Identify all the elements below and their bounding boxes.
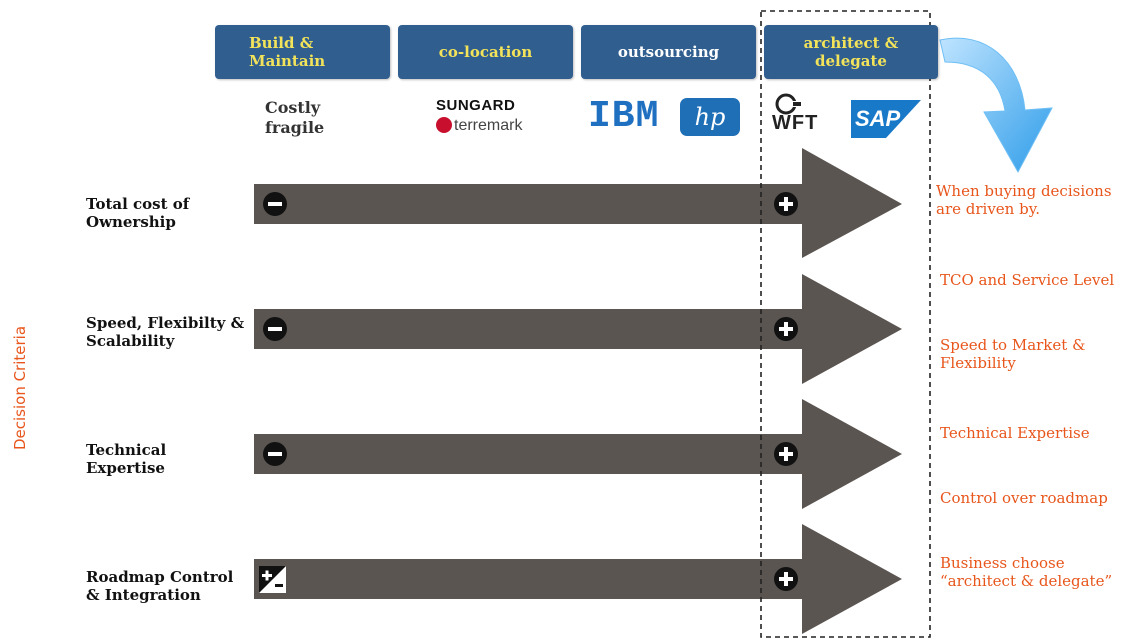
minus-icon	[263, 317, 287, 341]
terremark-symbol-icon	[436, 117, 452, 133]
wft-logo: WFT	[772, 112, 819, 134]
row-label-speed-text: Speed, Flexibilty & Scalability	[86, 314, 245, 350]
right-text-expertise-content: Technical Expertise	[940, 424, 1090, 442]
row-label-expertise-text: Technical Expertise	[86, 441, 167, 477]
plus-icon	[774, 317, 798, 341]
row-label-tco-text: Total cost of Ownership	[86, 195, 190, 231]
right-text-choice: Business choose “architect & delegate”	[940, 554, 1139, 590]
plus-icon	[774, 192, 798, 216]
curved-arrow-icon	[939, 37, 1053, 174]
decision-criteria-text: Decision Criteria	[11, 325, 29, 451]
right-text-roadmap-content: Control over roadmap	[940, 489, 1108, 507]
terremark-logo: terremark	[436, 117, 522, 135]
right-text-intro-content: When buying decisions are driven by.	[936, 182, 1112, 218]
wft-logo-icon	[775, 93, 801, 115]
right-text-speed: Speed to Market & Flexibility	[940, 336, 1110, 372]
right-text-expertise: Technical Expertise	[940, 424, 1130, 442]
row-label-expertise: Technical Expertise	[86, 441, 186, 477]
row-label-speed: Speed, Flexibilty & Scalability	[86, 314, 246, 350]
header-outsourcing-label: outsourcing	[617, 43, 720, 61]
hp-logo: hp	[680, 98, 740, 136]
right-text-roadmap: Control over roadmap	[940, 489, 1139, 507]
plus-icon	[774, 442, 798, 466]
header-build-maintain: Build & Maintain	[215, 25, 390, 79]
plus-minus-icon	[259, 566, 286, 593]
row-arrow-4	[254, 524, 902, 634]
plus-icon	[774, 567, 798, 591]
terremark-logo-text: terremark	[454, 117, 523, 134]
right-text-speed-content: Speed to Market & Flexibility	[940, 336, 1086, 372]
minus-icon	[263, 192, 287, 216]
header-outsourcing: outsourcing	[581, 25, 756, 79]
header-build-maintain-label: Build & Maintain	[249, 34, 326, 70]
right-text-tco: TCO and Service Level	[940, 271, 1139, 289]
row-arrow-3	[254, 399, 902, 509]
header-co-location: co-location	[398, 25, 573, 79]
row-label-roadmap-text: Roadmap Control & Integration	[86, 568, 234, 604]
row-arrow-1	[254, 148, 902, 258]
sungard-logo: SUNGARD	[436, 97, 516, 114]
build-maintain-descriptor: Costly fragile	[265, 98, 335, 138]
header-co-location-label: co-location	[438, 43, 533, 61]
build-maintain-descriptor-text: Costly fragile	[265, 98, 325, 137]
header-architect-delegate: architect & delegate	[764, 25, 938, 79]
right-text-choice-content: Business choose “architect & delegate”	[940, 554, 1113, 590]
minus-icon	[263, 442, 287, 466]
right-text-intro: When buying decisions are driven by.	[936, 182, 1136, 218]
row-label-tco: Total cost of Ownership	[86, 195, 206, 231]
architect-selection-box	[760, 10, 931, 638]
header-architect-delegate-label: architect & delegate	[803, 34, 899, 70]
right-text-tco-content: TCO and Service Level	[940, 271, 1115, 289]
ibm-logo: IBM	[588, 95, 660, 138]
row-label-roadmap: Roadmap Control & Integration	[86, 568, 251, 604]
row-arrow-2	[254, 274, 902, 384]
